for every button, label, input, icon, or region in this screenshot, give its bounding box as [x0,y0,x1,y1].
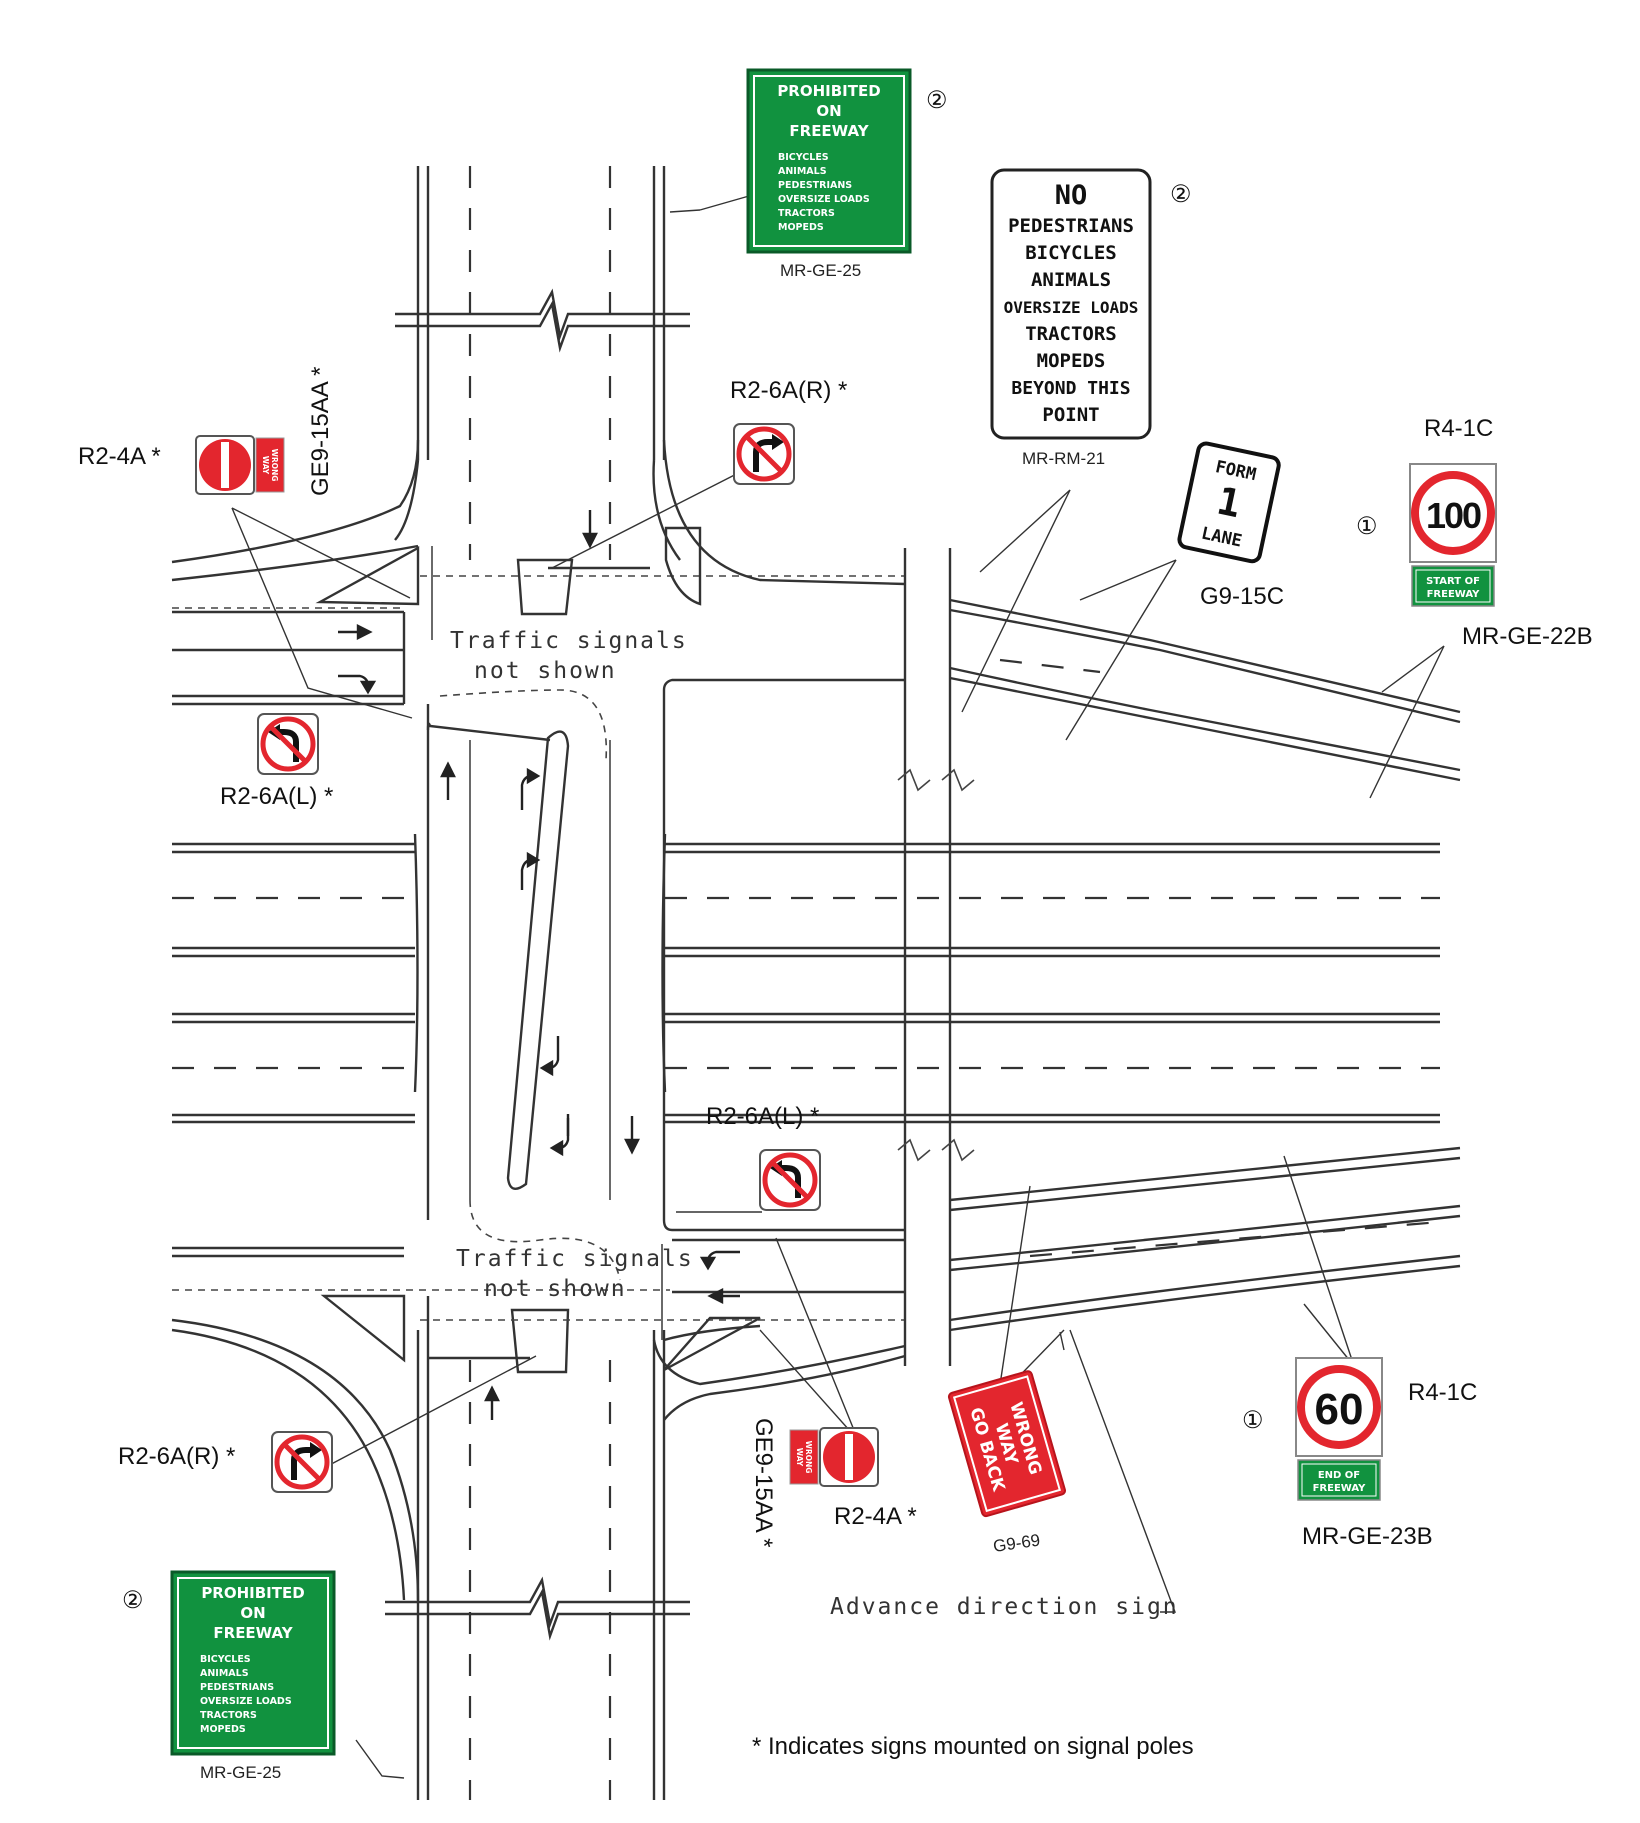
prohibited-on-freeway-sign-bottom: PROHIBITED ON FREEWAY BICYCLES ANIMALS P… [170,1570,336,1756]
prohibited-bottom-code: MR-GE-25 [200,1763,281,1782]
prohibited-top-item-4: OVERSIZE LOADS [778,194,870,205]
southeast-ramps [652,1146,1461,1421]
freeway-carriageways [172,833,1440,1124]
signals-note-top-line2: not shown [474,658,617,684]
prohibited-bottom-item-1: BICYCLES [200,1654,251,1665]
signals-note-bottom-line1: Traffic signals [456,1246,694,1272]
wrong-way-go-back-sign: WRONG WAY GO BACK [947,1370,1067,1518]
prohibited-bottom-head-1: PROHIBITED [201,1584,304,1602]
form-one-lane-code: G9-15C [1200,583,1284,610]
speed-100-plate-l2: FREEWAY [1427,589,1481,600]
no-entry-sign-top: WRONG WAY [195,435,285,495]
speed-60-code: R4-1C [1408,1379,1477,1406]
crossing-road [172,166,905,1800]
northwest-ramps [171,439,551,742]
prohibited-top-item-5: TRACTORS [778,208,835,219]
traffic-signals-note-bottom: Traffic signals not shown [456,1246,694,1302]
no-entry-bottom-code: R2-4A * [834,1503,917,1530]
sign-leader-lines [231,193,1445,1779]
no-entry-top-code: R2-4A * [78,443,161,470]
prohibited-bottom-item-2: ANIMALS [200,1668,249,1679]
no-ped-line-2: PEDESTRIANS [1008,215,1134,237]
no-left-turn-sign-top [257,713,319,775]
speed-60-plate-l1: END OF [1318,1470,1360,1481]
speed-limit-60-sign: 60 END OF FREEWAY [1295,1357,1383,1501]
no-left-bottom-code: R2-6A(L) * [706,1103,819,1130]
no-pedestrians-code: MR-RM-21 [1022,449,1105,468]
no-ped-line-6: TRACTORS [1025,323,1117,345]
prohibited-top-head-3: FREEWAY [789,122,869,140]
no-right-turn-sign-top [733,423,795,485]
prohibited-bottom-item-6: MOPEDS [200,1724,246,1735]
prohibited-top-circle: ② [926,87,948,114]
prohibited-top-code: MR-GE-25 [780,261,861,280]
no-right-bottom-code: R2-6A(R) * [118,1443,235,1470]
speed-100-value: 100 [1426,495,1481,536]
prohibited-bottom-head-3: FREEWAY [213,1624,293,1642]
prohibited-bottom-circle: ② [122,1587,144,1614]
northeast-ramps [548,439,1461,1366]
no-left-turn-sign-bottom [759,1149,821,1211]
form-one-lane-sign: FORM 1 LANE [1177,441,1281,564]
wrong-way-go-back-code: G9-69 [992,1531,1041,1556]
prohibited-top-head-1: PROHIBITED [777,82,880,100]
prohibited-top-head-2: ON [816,102,841,120]
prohibited-top-item-3: PEDESTRIANS [778,180,852,191]
footnote: * Indicates signs mounted on signal pole… [752,1733,1194,1760]
no-ped-line-8: BEYOND THIS [1011,378,1130,399]
no-ped-line-4: ANIMALS [1031,269,1111,291]
no-pedestrians-circle: ② [1170,181,1192,208]
wrong-way-bottom-l2: WAY [795,1448,804,1467]
prohibited-bottom-head-2: ON [240,1604,265,1622]
speed-60-value: 60 [1315,1385,1364,1434]
speed-limit-100-sign: 100 START OF FREEWAY [1409,463,1497,607]
prohibited-bottom-item-5: TRACTORS [200,1710,257,1721]
no-ped-line-1: NO [1055,180,1088,211]
speed-60-plate-l2: FREEWAY [1313,1483,1367,1494]
speed-100-code: R4-1C [1424,415,1493,442]
signals-note-bottom-line2: not shown [484,1276,627,1302]
advance-direction-label: Advance direction sign [830,1594,1179,1620]
speed-100-circle: ① [1356,513,1378,540]
prohibited-top-item-2: ANIMALS [778,166,827,177]
prohibited-top-item-6: MOPEDS [778,222,824,233]
no-ped-line-9: POINT [1042,404,1099,426]
wrong-way-bottom-l1: WRONG [804,1441,813,1474]
wrong-way-top-l1: WRONG [270,449,279,482]
no-ped-line-5: OVERSIZE LOADS [1004,298,1139,317]
no-ped-line-3: BICYCLES [1025,242,1117,264]
prohibited-bottom-item-4: OVERSIZE LOADS [200,1696,292,1707]
speed-60-plate-code: MR-GE-23B [1302,1523,1433,1550]
wrong-way-top-l2: WAY [261,456,270,475]
no-entry-bottom-plate-code: GE9-15AA * [750,1418,777,1547]
prohibited-bottom-item-3: PEDESTRIANS [200,1682,274,1693]
no-entry-top-plate-code: GE9-15AA * [307,367,334,496]
prohibited-on-freeway-sign-top: PROHIBITED ON FREEWAY BICYCLES ANIMALS P… [746,68,912,254]
no-ped-line-7: MOPEDS [1037,350,1106,372]
no-right-turn-sign-bottom [271,1431,333,1493]
speed-60-circle: ① [1242,1407,1264,1434]
no-right-top-code: R2-6A(R) * [730,377,847,404]
speed-100-plate-code: MR-GE-22B [1462,623,1593,650]
prohibited-top-item-1: BICYCLES [778,152,829,163]
lane-arrows [338,510,740,1420]
speed-100-plate-l1: START OF [1426,576,1480,587]
no-pedestrians-sign: NO PEDESTRIANS BICYCLES ANIMALS OVERSIZE… [990,168,1152,440]
no-left-top-code: R2-6A(L) * [220,783,333,810]
southwest-ramps [171,1246,530,1601]
road-network [171,166,1461,1800]
traffic-signals-note-top: Traffic signals not shown [450,628,688,684]
no-entry-sign-bottom: WRONG WAY [789,1427,879,1487]
signals-note-top-line1: Traffic signals [450,628,688,654]
